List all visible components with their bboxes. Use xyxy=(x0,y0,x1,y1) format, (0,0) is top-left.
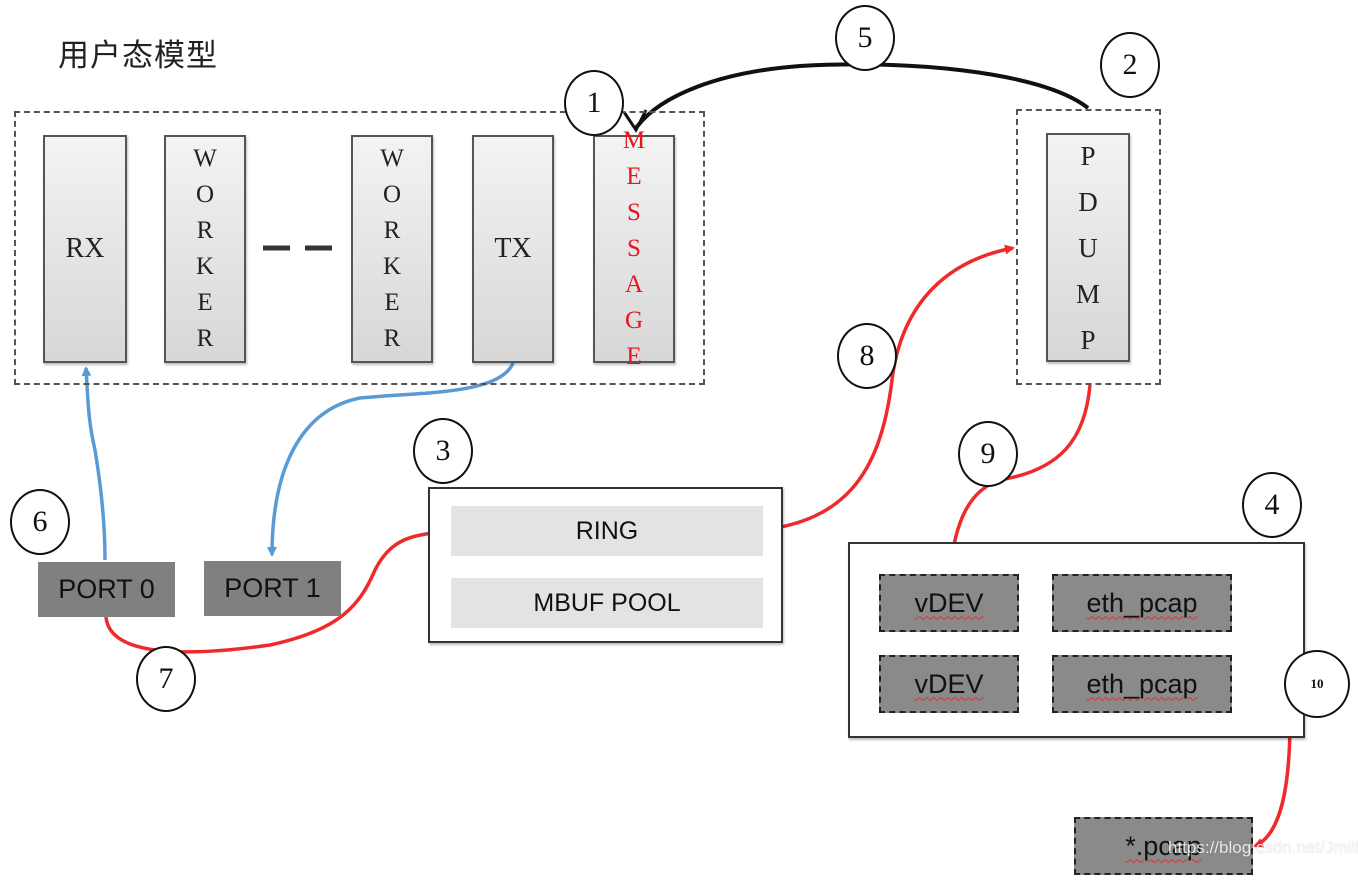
tx-block: TX xyxy=(472,135,554,363)
tx-label: TX xyxy=(494,233,532,264)
step-badge-2: 2 xyxy=(1100,32,1160,98)
pdump-group xyxy=(1016,109,1161,385)
watermark: https://blog.csdn.net/Jmilk xyxy=(1168,838,1358,857)
port-1-label: PORT 1 xyxy=(224,573,321,603)
letter: O xyxy=(195,181,215,208)
letter: M xyxy=(622,127,646,154)
step-badge-10: 10 xyxy=(1284,650,1350,718)
letter: E xyxy=(197,289,213,316)
rx-label: RX xyxy=(65,233,105,264)
port-1: PORT 1 xyxy=(204,561,341,616)
letter: E xyxy=(384,289,400,316)
letter: O xyxy=(382,181,402,208)
mbuf-pool-block: MBUF POOL xyxy=(451,578,763,628)
eth-pcap-2-label: eth_pcap xyxy=(1086,668,1198,699)
letter: G xyxy=(624,307,644,334)
letter: R xyxy=(196,325,214,352)
port-0: PORT 0 xyxy=(38,562,175,617)
step-badge-4: 4 xyxy=(1242,472,1302,538)
step-badge-7: 7 xyxy=(136,646,196,712)
step-badge-8: 8 xyxy=(837,323,897,389)
step-badge-5: 5 xyxy=(835,5,895,71)
port-0-label: PORT 0 xyxy=(58,574,155,604)
letter: M xyxy=(1075,278,1100,309)
vdev-2-label: vDEV xyxy=(914,668,984,699)
letter: U xyxy=(1078,232,1098,263)
letter: S xyxy=(627,235,641,262)
arrowhead-message xyxy=(622,109,648,133)
pcap-file-label: *.pcap xyxy=(1125,830,1202,861)
pcap-file: *.pcap xyxy=(1074,817,1253,875)
eth-pcap-2: eth_pcap xyxy=(1052,655,1232,713)
letter: E xyxy=(626,163,642,190)
letter: E xyxy=(626,343,642,370)
eth-pcap-1-label: eth_pcap xyxy=(1086,587,1198,618)
diagram-title: 用户态模型 xyxy=(58,38,218,74)
vdev-2: vDEV xyxy=(879,655,1019,713)
arrow-port0-to-rx xyxy=(81,366,107,561)
letter: K xyxy=(195,253,215,280)
letter: D xyxy=(1078,186,1098,217)
letter: R xyxy=(196,217,214,244)
eth-pcap-1: eth_pcap xyxy=(1052,574,1232,632)
step-badge-1: 1 xyxy=(564,70,624,136)
arrow-ring-to-pdump xyxy=(762,244,1015,532)
rx-block: RX xyxy=(43,135,127,363)
step-badge-3: 3 xyxy=(413,418,473,484)
vdev-1-label: vDEV xyxy=(914,587,984,618)
letter: S xyxy=(627,199,641,226)
letter: K xyxy=(382,253,402,280)
letter: W xyxy=(193,145,217,172)
mbuf-pool-label: MBUF POOL xyxy=(533,588,681,617)
step-badge-6: 6 xyxy=(10,489,70,555)
step-badge-9: 9 xyxy=(958,421,1018,487)
vdev-1: vDEV xyxy=(879,574,1019,632)
letter: R xyxy=(383,325,401,352)
letter: P xyxy=(1080,140,1096,171)
ring-label: RING xyxy=(575,516,639,545)
user-space-model-group xyxy=(14,111,705,385)
letter: P xyxy=(1080,324,1096,355)
arc-pdump-to-message xyxy=(634,62,1090,130)
arrow-port0-to-ring xyxy=(104,527,445,654)
ring-block: RING xyxy=(451,506,763,556)
letter: A xyxy=(624,271,644,298)
letter: R xyxy=(383,217,401,244)
letter: W xyxy=(380,145,404,172)
